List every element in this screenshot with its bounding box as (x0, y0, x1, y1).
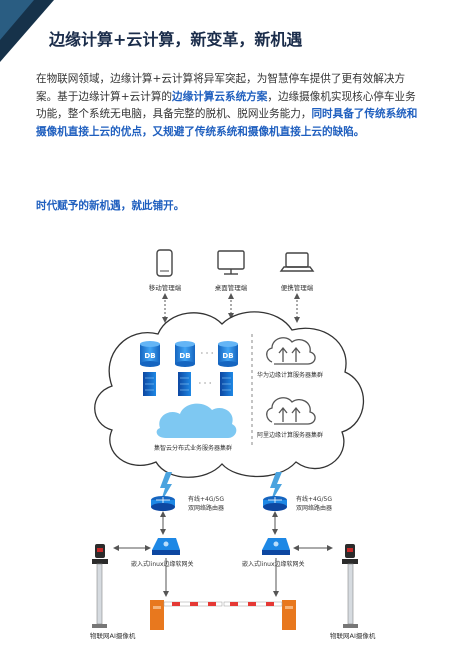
gateway-icon (152, 538, 180, 555)
architecture-diagram: 移动管理端 桌面管理端 便携管理端 DB DB · · · DB (90, 249, 376, 640)
upload-cloud-icon (266, 397, 316, 425)
desktop-icon (217, 250, 245, 275)
router-icon (151, 496, 175, 511)
camera-pole-icon (342, 544, 358, 628)
upload-cloud-icon (266, 337, 316, 365)
db-label: DB (179, 352, 190, 360)
lightning-icon (270, 472, 282, 504)
camera-label-right: 物联网AI摄像机 (330, 631, 376, 640)
server-icon (143, 372, 156, 396)
db-ellipsis: · · · (201, 349, 214, 358)
barrier-gate-icon (223, 600, 296, 630)
router-icon (263, 496, 287, 511)
db-label: DB (222, 352, 233, 360)
intro-paragraph: 在物联网领域，边缘计算+云计算将异军突起，为智慧停车提供了更有效解决方案。基于边… (36, 71, 420, 141)
db-icon: DB (218, 341, 238, 367)
db-icon: DB (175, 341, 195, 367)
router-label-line1: 有线+4G/5G (296, 495, 332, 503)
corner-decoration-inner (0, 0, 34, 40)
intro-text-b: ，边缘摄像机实现核心停车业务功能，整个系统无电脑，具备完整的脱机、脱网业务能力， (36, 90, 416, 121)
intro-text-a: 在物联网领域，边缘计算+云计算将异军突起，为智慧停车提供了更有效解决方案。基于边… (36, 73, 406, 103)
camera-pole-icon (92, 544, 108, 628)
camera-label-left: 物联网AI摄像机 (90, 631, 136, 640)
server-icon (220, 372, 233, 396)
distributed-cloud-icon (156, 403, 237, 438)
server-icon (178, 372, 191, 396)
cloud-right-bottom-label: 阿里边缘计算服务器集群 (257, 431, 323, 439)
db-label: DB (144, 352, 155, 360)
terminal-label-desktop: 桌面管理端 (215, 283, 248, 292)
cloud-left-label: 集智云分布式业务服务器集群 (154, 444, 232, 452)
gateway-label: 嵌入式linux边缘软网关 (242, 560, 305, 568)
gateway-icon (262, 538, 290, 555)
db-icon: DB (140, 341, 160, 367)
cloud-right-top-label: 华为边缘计算服务器集群 (257, 371, 323, 379)
router-label-line1: 有线+4G/5G (188, 495, 224, 503)
server-ellipsis: · · · (199, 379, 212, 388)
gateway-label: 嵌入式linux边缘软网关 (131, 560, 194, 568)
slogan: 时代赋予的新机遇，就此铺开。 (36, 200, 185, 212)
laptop-icon (279, 252, 315, 272)
page-title: 边缘计算+云计算，新变革，新机遇 (49, 30, 303, 49)
intro-highlight-2: 同时具备了传统系统和摄像机直接上云的优点，又规避了传统系统和摄像机直接上云的缺陷… (36, 108, 418, 138)
router-label-line2: 双网络路由器 (296, 504, 332, 512)
phone-icon (156, 249, 173, 277)
intro-highlight-1: 边缘计算云系统方案 (172, 90, 268, 103)
terminal-label-portable: 便携管理端 (281, 283, 314, 292)
terminal-label-mobile: 移动管理端 (149, 283, 182, 292)
router-label-line2: 双网络路由器 (188, 504, 224, 512)
barrier-gate-icon (150, 600, 223, 630)
